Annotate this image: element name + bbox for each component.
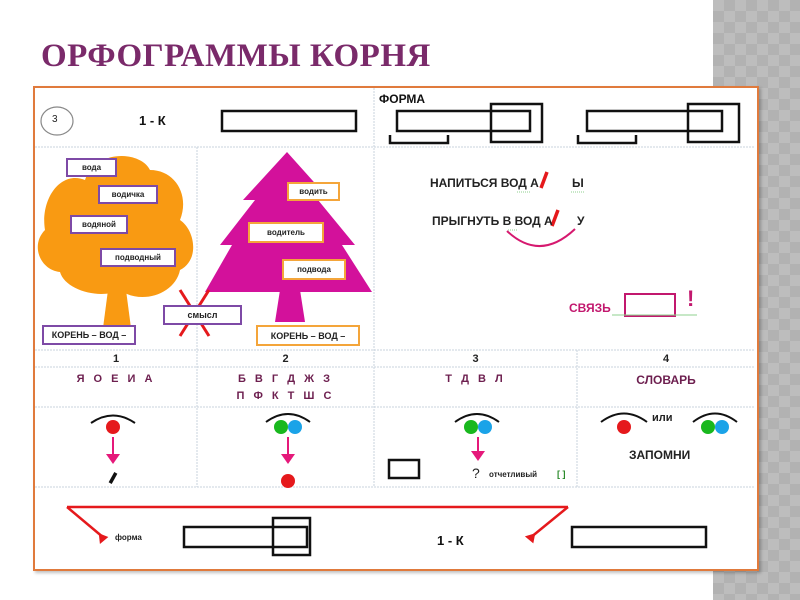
arrow-down-icon xyxy=(281,454,295,464)
link-label: СВЯЗЬ xyxy=(569,301,611,315)
column-number-4: 4 xyxy=(662,353,670,365)
forma-label: ФОРМА xyxy=(379,92,426,106)
column-number-2: 2 xyxy=(282,353,289,365)
slide-title: ОРФОГРАММЫ КОРНЯ xyxy=(41,38,431,74)
crossed-letter: А xyxy=(530,176,539,190)
forma-label-bottom: форма xyxy=(115,533,142,542)
rule-label: 1 - К xyxy=(139,113,166,128)
crossed-letter: А xyxy=(544,214,553,228)
voiced-consonants: Б В Г Д Ж З xyxy=(237,373,334,385)
red-bracket-arrows xyxy=(66,505,569,545)
or-label: или xyxy=(652,412,673,424)
forma-scheme-1 xyxy=(388,102,544,145)
strike-mark-2 xyxy=(550,209,560,227)
unpronounced-consonants: Т Д В Л xyxy=(445,373,506,385)
column-number-1: 1 xyxy=(112,353,120,365)
dictionary-label: СЛОВАРЬ xyxy=(636,373,696,387)
question-mark: ? xyxy=(472,465,480,481)
consonant-dot-blue-icon xyxy=(715,420,729,434)
forma-scheme-2 xyxy=(576,102,741,145)
vowel-dot-icon xyxy=(106,420,120,434)
vowel-dot-icon xyxy=(617,420,631,434)
orange-tree xyxy=(37,156,194,328)
stress-arc-icon xyxy=(692,412,738,423)
root-card-pink: КОРЕНЬ – ВОД – xyxy=(256,325,360,346)
word-card: вода xyxy=(66,158,117,177)
grid-lines xyxy=(35,88,755,488)
ending-2: У xyxy=(577,214,585,228)
rule-label-bottom: 1 - К xyxy=(437,533,464,548)
link-box xyxy=(624,293,676,317)
phrase-text: НАПИТЬСЯ ВОД xyxy=(430,176,527,190)
example-word: отчетливый xyxy=(489,470,538,479)
consonant-dot-green-icon xyxy=(701,420,715,434)
ending-1: Ы xyxy=(572,176,584,190)
exclamation-mark: ! xyxy=(687,286,695,311)
word-card: водитель xyxy=(248,222,324,243)
transcription-brackets: [ ] xyxy=(557,469,566,479)
forma-scheme-bottom xyxy=(182,516,312,557)
stress-mark-icon xyxy=(108,472,118,484)
root-box-bottom xyxy=(570,525,708,549)
word-card: подводный xyxy=(100,248,176,267)
word-card: подвода xyxy=(282,259,346,280)
arrow-down-icon xyxy=(106,454,120,464)
arrow-down-icon xyxy=(471,451,485,461)
vowel-letters: Я О Е И А xyxy=(76,373,156,385)
strike-mark-1 xyxy=(539,171,549,189)
word-card: водичка xyxy=(98,185,158,204)
voiceless-consonants: П Ф К Т Ш С xyxy=(236,390,335,402)
phrase-text: ПРЫГНУТЬ В ВОД xyxy=(432,214,541,228)
number-badge: 3 xyxy=(52,114,58,125)
column-number-3: 3 xyxy=(472,353,479,365)
stress-arc-icon xyxy=(265,413,311,423)
connection-arc xyxy=(506,228,576,247)
remember-label: ЗАПОМНИ xyxy=(629,448,691,462)
crossed-word-card: смысл xyxy=(163,305,242,325)
word-card: водяной xyxy=(70,215,128,234)
example-phrase-1: НАПИТЬСЯ ВОД А xyxy=(430,176,539,190)
stress-arc-icon xyxy=(600,412,648,423)
stress-arc-icon xyxy=(90,414,136,424)
example-phrase-2: ПРЫГНУТЬ В ВОД А xyxy=(432,214,553,228)
number-badge-circle xyxy=(40,106,74,136)
root-box xyxy=(220,109,358,133)
root-box-small xyxy=(387,458,421,480)
root-card-orange: КОРЕНЬ – ВОД – xyxy=(42,325,136,345)
consonant-dot-blue-icon xyxy=(288,420,302,434)
consonant-dot-green-icon xyxy=(274,420,288,434)
consonant-dot-blue-icon xyxy=(478,420,492,434)
consonant-dot-green-icon xyxy=(464,420,478,434)
vowel-dot-icon xyxy=(281,474,295,488)
stress-arc-icon xyxy=(454,413,500,423)
word-card: водить xyxy=(287,182,340,201)
scheme-frame xyxy=(33,86,759,571)
